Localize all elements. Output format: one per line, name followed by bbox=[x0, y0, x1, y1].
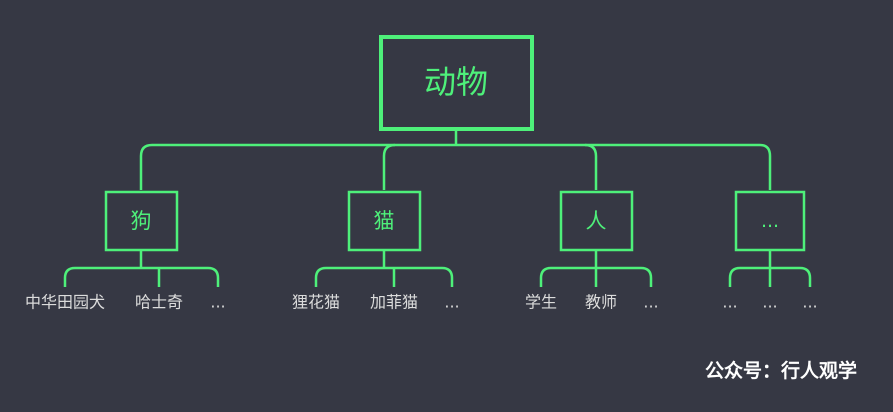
leaf-label: ... bbox=[210, 293, 225, 312]
main-branch-line bbox=[139, 143, 772, 190]
leaf-label: ... bbox=[722, 293, 737, 312]
category-label-human: 人 bbox=[586, 209, 607, 233]
category-label-cat: 猫 bbox=[374, 209, 395, 233]
leaf-label: 哈士奇 bbox=[135, 293, 183, 312]
sub-bracket-cat bbox=[314, 250, 454, 287]
watermark-text: 公众号：行人观学 bbox=[704, 360, 857, 382]
sub-bracket-dog bbox=[63, 250, 220, 287]
root-node-label: 动物 bbox=[424, 63, 488, 101]
sub-bracket-more bbox=[728, 250, 812, 287]
leaf-label: 中华田园犬 bbox=[25, 293, 105, 312]
category-label-dog: 狗 bbox=[131, 209, 152, 233]
category-label-more: ... bbox=[761, 210, 779, 232]
leaf-label: ... bbox=[802, 293, 817, 312]
sub-bracket-human bbox=[539, 250, 653, 287]
leaf-label: 狸花猫 bbox=[292, 293, 340, 312]
branch-line-cat bbox=[382, 143, 396, 190]
leaf-label: 学生 bbox=[525, 293, 557, 312]
leaf-label: ... bbox=[444, 293, 459, 312]
leaf-label: ... bbox=[762, 293, 777, 312]
branch-line-human bbox=[584, 143, 598, 190]
leaf-label: 教师 bbox=[585, 293, 617, 312]
leaf-label: ... bbox=[643, 293, 658, 312]
leaf-label: 加菲猫 bbox=[370, 293, 418, 312]
